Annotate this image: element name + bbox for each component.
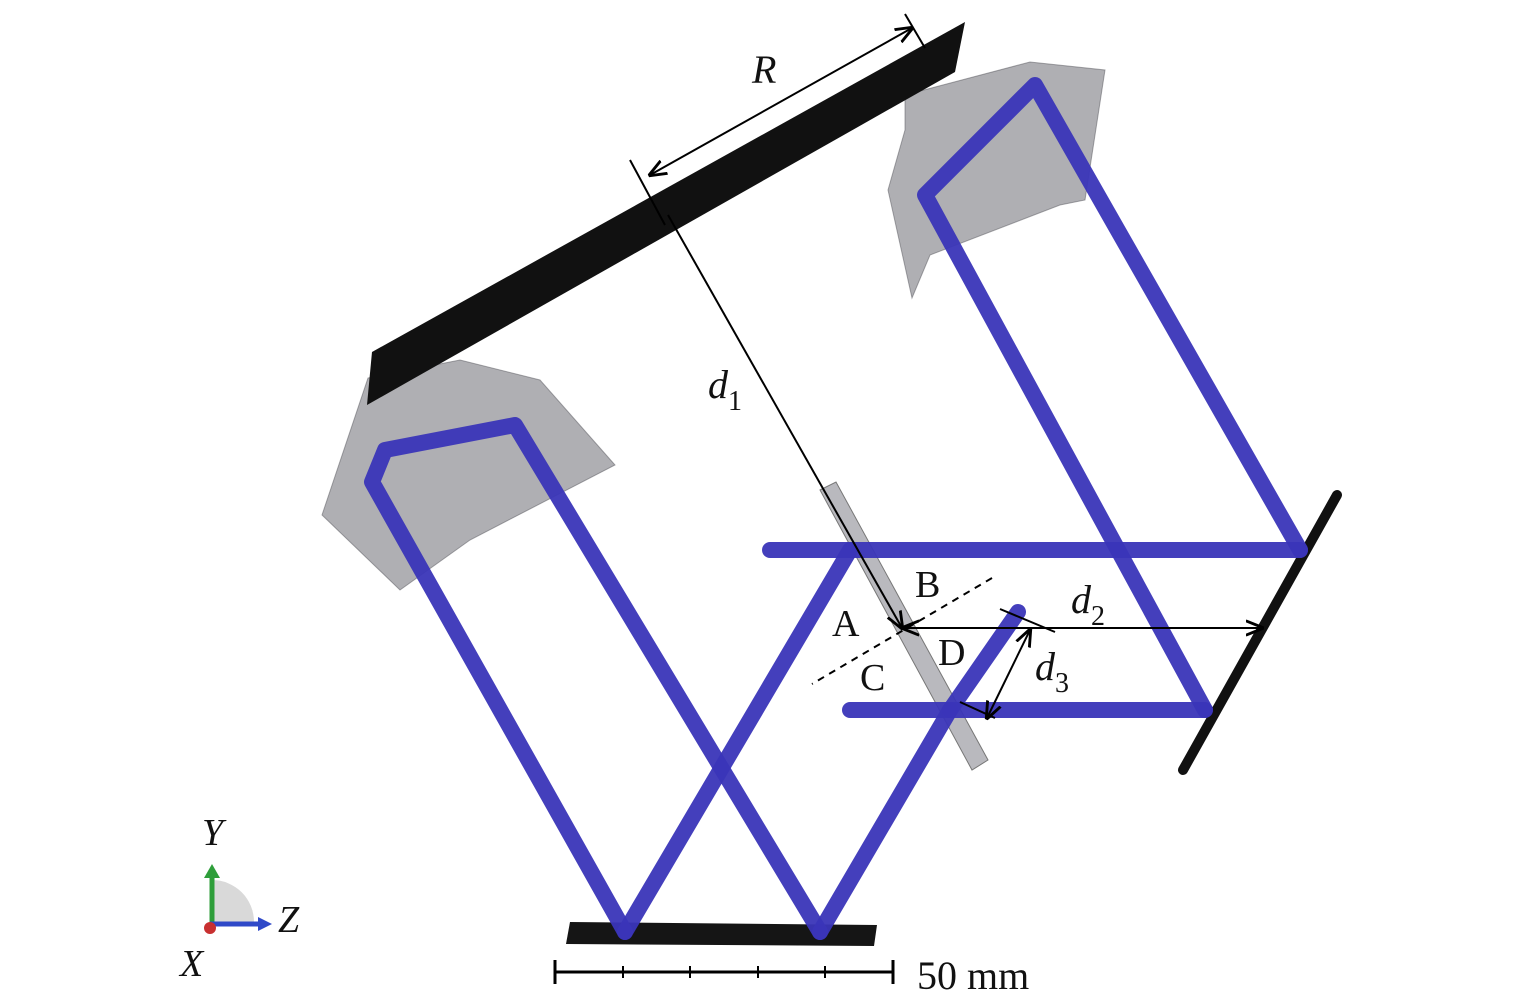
dashed-reference-line [811,577,993,685]
axis-triad-arc [212,880,254,922]
axis-triad [204,864,272,934]
z-axis-arrowhead [258,917,272,931]
right-roof-prism [887,61,1106,300]
label-point-c: C [860,657,885,699]
label-point-d: D [938,632,965,674]
dimension-d1 [667,214,902,628]
y-axis-arrowhead [204,864,220,878]
bottom-mirror [566,922,877,946]
axis-label-x: X [178,943,205,985]
dimension-R [629,13,926,226]
label-R: R [751,47,776,92]
label-point-b: B [915,564,940,606]
scale-bar-label: 50 mm [917,953,1029,998]
right-mirror [1178,490,1342,775]
dimension-d3 [959,608,1056,718]
label-point-a: A [832,603,860,645]
label-d2: d2 [1071,577,1105,632]
scale-bar [553,960,895,984]
axis-label-y: Y [202,812,227,854]
label-d3: d3 [1035,644,1069,699]
top-mirror [367,22,965,405]
label-d1: d1 [708,362,742,417]
x-axis-dot [204,922,216,934]
axis-label-z: Z [278,899,300,941]
left-roof-prism [321,359,616,591]
